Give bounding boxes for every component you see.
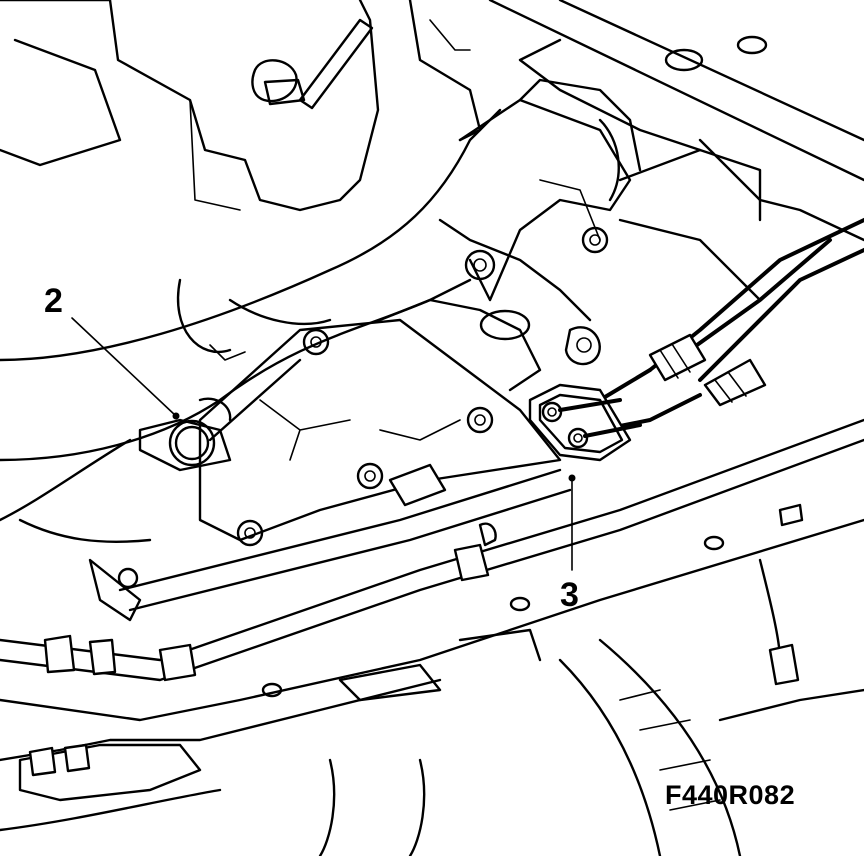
callout-2: 2 (44, 282, 63, 320)
oil-pan (198, 318, 562, 547)
callout-3: 3 (560, 576, 579, 614)
lower-right-components (558, 558, 864, 856)
leader-dot-3 (568, 474, 576, 482)
underbody-pipes (0, 418, 864, 682)
leader-line-2 (71, 317, 177, 417)
lower-left-bracket (0, 743, 426, 856)
subframe (0, 503, 864, 762)
chassis-right-panels (488, 0, 864, 302)
cooler-line-connector (528, 383, 642, 462)
engine-block-outline (0, 0, 482, 212)
dipstick-tube (251, 18, 374, 110)
transmission-housing (0, 108, 502, 543)
leader-dot-2 (172, 412, 180, 420)
figure-id: F440R082 (665, 780, 796, 810)
cooler-hoses (558, 218, 864, 432)
leader-lines (71, 317, 576, 571)
gearbox-body (378, 38, 702, 392)
drain-plug (138, 397, 232, 472)
